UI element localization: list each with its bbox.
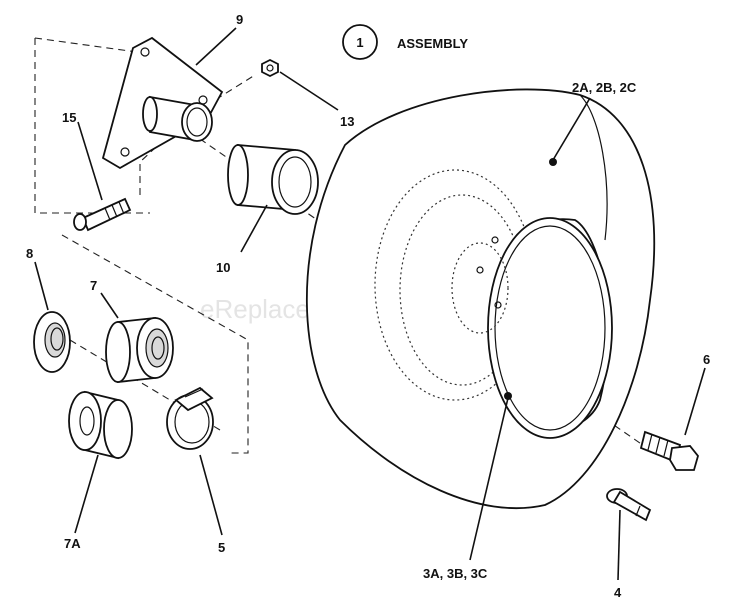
callout-4: 4 bbox=[614, 585, 622, 600]
callout-8: 8 bbox=[26, 246, 33, 261]
bolt-part bbox=[73, 197, 132, 232]
callout-2: 2A, 2B, 2C bbox=[572, 80, 637, 95]
leader-lines bbox=[34, 27, 706, 581]
nut-part bbox=[261, 58, 279, 78]
callout-9: 9 bbox=[236, 12, 243, 27]
spacer-part bbox=[227, 144, 319, 215]
bearing-group-outline bbox=[61, 234, 249, 454]
callout-3: 3A, 3B, 3C bbox=[423, 566, 488, 581]
assembly-number: 1 bbox=[356, 35, 363, 50]
callout-5: 5 bbox=[218, 540, 225, 555]
assembly-badge: 1 ASSEMBLY bbox=[342, 24, 468, 60]
sleeve-part bbox=[68, 390, 133, 460]
spindle-bracket-part bbox=[101, 36, 224, 170]
rim-part bbox=[374, 169, 613, 439]
clamp-part bbox=[166, 386, 214, 450]
valve-stem-part bbox=[606, 488, 652, 522]
spindle-group-outline bbox=[34, 38, 150, 214]
assembly-label: ASSEMBLY bbox=[397, 36, 468, 51]
assembly-number-circle bbox=[342, 24, 378, 60]
bearing-part bbox=[105, 316, 174, 384]
callout-7a: 7A bbox=[64, 536, 81, 551]
callout-10: 10 bbox=[216, 260, 230, 275]
callout-13: 13 bbox=[340, 114, 354, 129]
callout-7: 7 bbox=[90, 278, 97, 293]
callout-labels: 9 13 15 10 8 7 7A 5 2A, 2B, 2C 6 3A, 3B,… bbox=[26, 12, 710, 600]
lug-bolt-part bbox=[639, 430, 699, 471]
seal-part bbox=[33, 311, 71, 373]
callout-6: 6 bbox=[703, 352, 710, 367]
callout-15: 15 bbox=[62, 110, 76, 125]
